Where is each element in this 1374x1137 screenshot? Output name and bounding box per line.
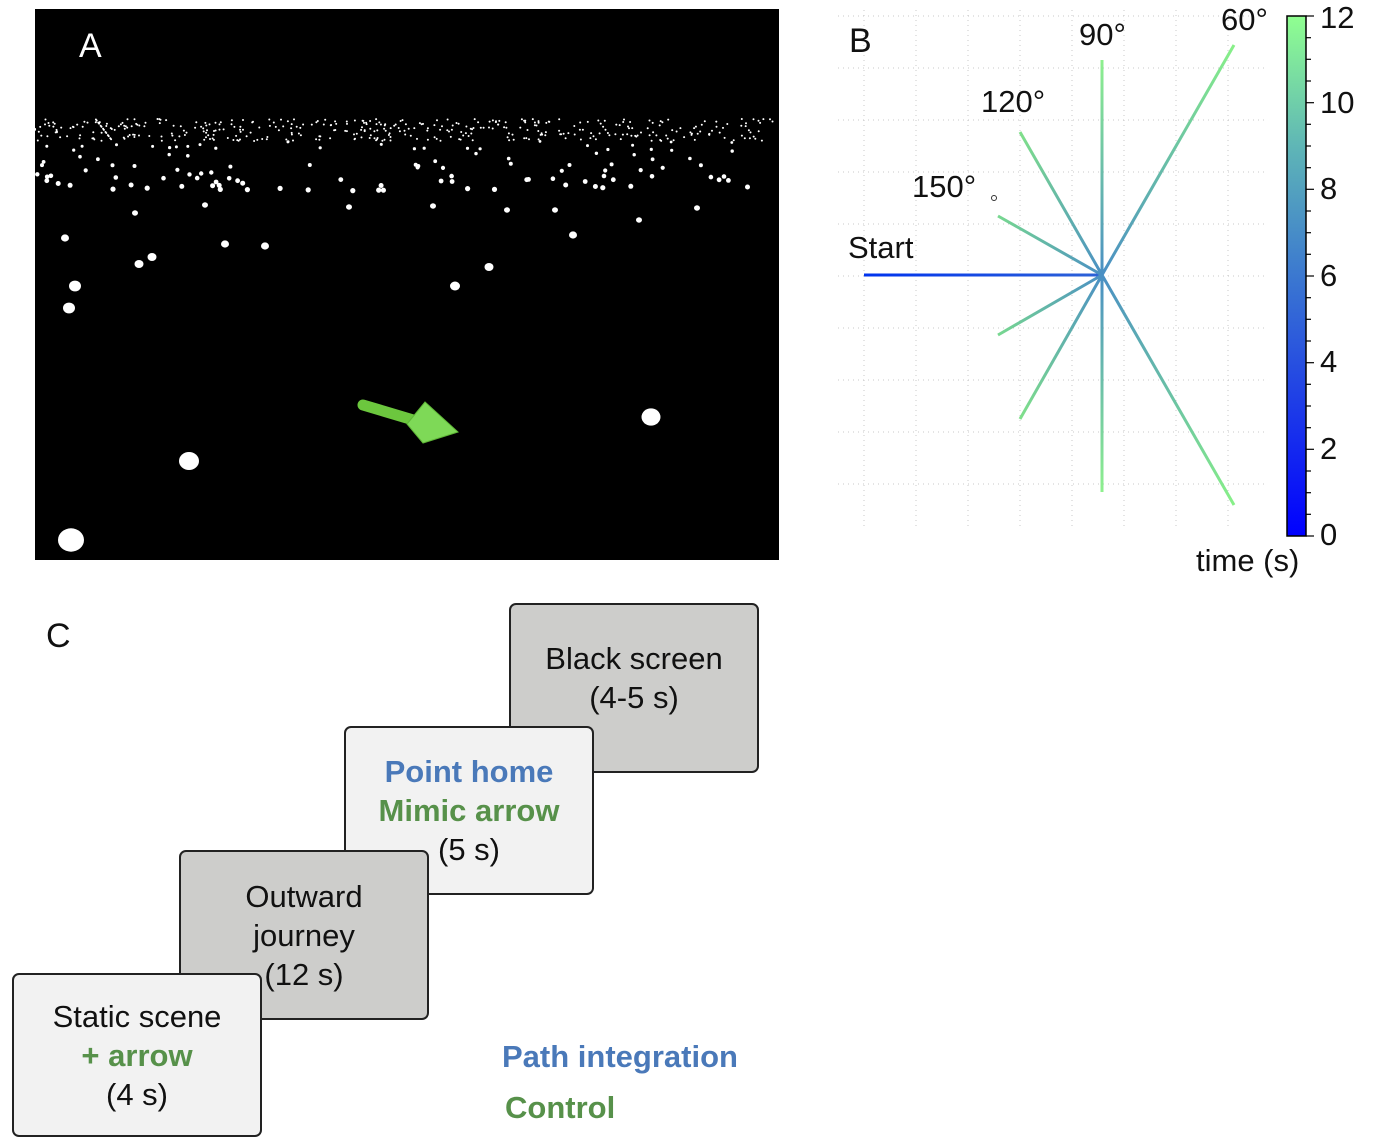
colorbar-tick-6: 6 (1320, 258, 1338, 293)
colorbar-tick-10: 10 (1320, 85, 1355, 120)
colorbar (1286, 15, 1307, 537)
trajectory-300 (1100, 274, 1236, 506)
outward-duration: (12 s) (264, 956, 344, 992)
colorbar-tick-0: 0 (1320, 517, 1338, 552)
trajectory-150 (997, 214, 1103, 277)
starfield-scene (35, 118, 774, 552)
trajectory-240 (1018, 274, 1104, 420)
colorbar-label: time (s) (1196, 543, 1300, 578)
panel-b-letter: B (849, 22, 872, 60)
trajectory-120 (1018, 131, 1104, 276)
angle-label-90: 90° (1079, 17, 1126, 52)
black-screen-duration: (4-5 s) (589, 680, 679, 715)
static-scene-card: Static scene + arrow (4 s) (12, 973, 262, 1137)
panel-c-letter: C (46, 617, 71, 655)
angle-label-150: 150° (912, 169, 977, 204)
colorbar-ticks (1306, 15, 1314, 537)
static-duration: (4 s) (106, 1076, 168, 1112)
plus-arrow-label: + arrow (81, 1037, 193, 1073)
start-label: Start (848, 230, 914, 265)
mimic-arrow-label: Mimic arrow (378, 793, 560, 828)
trajectory-210 (997, 273, 1103, 337)
angle-label-120: 120° (981, 84, 1046, 119)
panel-b-trajectories: B Start 150° 120° 90° 60° 0 2 4 6 8 10 1… (836, 0, 1374, 590)
trajectory-lines (864, 44, 1236, 506)
static-scene-label: Static scene (52, 998, 222, 1034)
journey-label: journey (253, 917, 355, 953)
trajectory-60 (1100, 44, 1236, 276)
small-marker-dot (991, 195, 997, 201)
angle-label-60: 60° (1221, 2, 1268, 37)
legend-control: Control (505, 1090, 616, 1125)
point-home-label: Point home (384, 754, 554, 789)
trajectory-plot (838, 10, 1314, 537)
panel-a-scene: A (35, 9, 779, 560)
colorbar-tick-8: 8 (1320, 171, 1338, 206)
colorbar-tick-4: 4 (1320, 344, 1338, 379)
point-home-duration: (5 s) (438, 832, 500, 867)
plot-grid (838, 10, 1266, 530)
panel-a-letter: A (79, 27, 102, 65)
outward-label: Outward (245, 878, 363, 914)
black-screen-title: Black screen (545, 641, 723, 676)
colorbar-tick-2: 2 (1320, 431, 1338, 466)
legend-path-integration: Path integration (502, 1039, 738, 1074)
green-arrow-icon (357, 399, 459, 444)
colorbar-tick-12: 12 (1320, 0, 1355, 35)
